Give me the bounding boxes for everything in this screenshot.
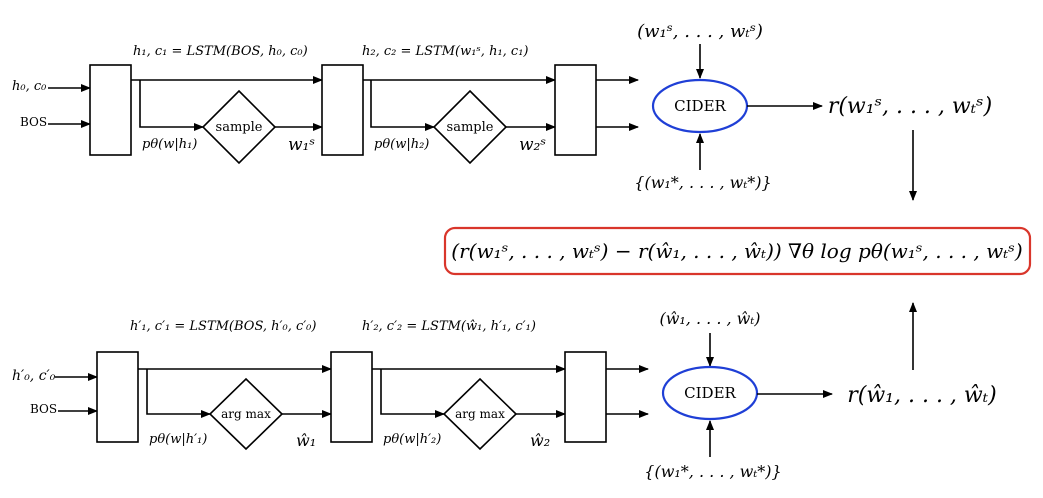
top-lstm1-equation: h₁, c₁ = LSTM(BOS, h₀, c₀): [133, 44, 308, 59]
top-sample-label-1: sample: [216, 120, 263, 135]
bottom-prob-label-1: pθ(w|h′₁): [149, 432, 207, 447]
bottom-lstm1-equation: h′₁, c′₁ = LSTM(BOS, h′₀, c′₀): [130, 319, 316, 334]
bottom-lstm-cell-3: [564, 351, 607, 443]
gradient-formula-box: (r(w₁ˢ, . . . , wₜˢ) − r(ŵ₁, . . . , ŵₜ)…: [443, 226, 1032, 276]
bottom-argmax-label-2: arg max: [455, 407, 505, 421]
bottom-argmax-diamond-2: [442, 377, 518, 451]
bottom-prob-label-2: pθ(w|h′₂): [383, 432, 441, 447]
top-word-2: w₂ˢ: [519, 135, 546, 155]
top-row: h₀, c₀ BOS h₁, c₁ = LSTM(BOS, h₀, c₀) pθ…: [12, 21, 992, 201]
bottom-word-2: ŵ₂: [530, 431, 550, 450]
bottom-lstm-cell-1: [96, 351, 139, 443]
bottom-cider-label: CIDER: [684, 384, 736, 402]
top-sample-diamond-2: [432, 89, 508, 165]
top-lstm-cell-2: [321, 64, 364, 156]
top-input-h-label: h₀, c₀: [12, 79, 47, 94]
top-cider-input-top: (w₁ˢ, . . . , wₜˢ): [637, 21, 763, 42]
formula-border: [443, 226, 1032, 276]
gradient-formula: (r(w₁ˢ, . . . , wₜˢ) − r(ŵ₁, . . . , ŵₜ)…: [451, 239, 1022, 263]
bottom-row: h′₀, c′₀ BOS h′₁, c′₁ = LSTM(BOS, h′₀, c…: [12, 302, 997, 481]
top-word-1: w₁ˢ: [288, 135, 315, 155]
top-reward: r(w₁ˢ, . . . , wₜˢ): [828, 94, 992, 119]
top-sample-diamond-1: [201, 89, 277, 165]
top-cider-input-bottom: {(w₁*, . . . , wₜ*)}: [634, 173, 771, 192]
bottom-lstm2-equation: h′₂, c′₂ = LSTM(ŵ₁, h′₁, c′₁): [362, 319, 536, 334]
bottom-input-bos-label: BOS: [30, 402, 57, 416]
bottom-word-1: ŵ₁: [296, 431, 316, 450]
top-input-bos-label: BOS: [20, 115, 47, 129]
bottom-reward: r(ŵ₁, . . . , ŵₜ): [847, 383, 997, 408]
bottom-prob-path-2: [380, 369, 445, 418]
top-prob-label-2: pθ(w|h₂): [374, 137, 429, 152]
bottom-input-h-label: h′₀, c′₀: [12, 368, 56, 384]
top-sample-label-2: sample: [447, 120, 494, 135]
bottom-argmax-diamond-1: [208, 377, 284, 451]
top-prob-label-1: pθ(w|h₁): [142, 137, 197, 152]
top-prob-path-1: [139, 80, 204, 131]
top-prob-path-2: [370, 80, 435, 131]
top-lstm2-equation: h₂, c₂ = LSTM(w₁ˢ, h₁, c₁): [362, 44, 529, 59]
top-lstm-cell-1: [89, 64, 132, 156]
bottom-cider-node: [661, 365, 759, 421]
bottom-lstm-cell-2: [330, 351, 373, 443]
top-cider-label: CIDER: [674, 97, 726, 115]
top-lstm-cell-3: [554, 64, 597, 156]
bottom-argmax-label-1: arg max: [221, 407, 271, 421]
bottom-cider-input-bottom: {(w₁*, . . . , wₜ*)}: [644, 462, 781, 481]
bottom-cider-input-top: (ŵ₁, . . . , ŵₜ): [659, 309, 760, 328]
bottom-prob-path-1: [146, 369, 211, 418]
